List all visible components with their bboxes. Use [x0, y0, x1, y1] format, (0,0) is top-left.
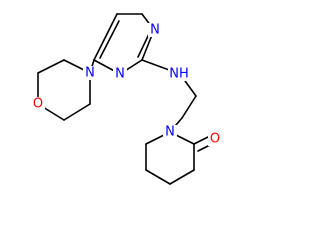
bond-c4-c6-double [99, 20, 120, 59]
bond-morph-ca-cb [37, 59, 65, 74]
label-bg-morph-n [83, 66, 97, 80]
bond-c4-c5 [145, 169, 171, 185]
morpholine-nitrogen-label: N [85, 66, 95, 81]
label-bg-ring-n [163, 125, 177, 139]
bond-c3-c4 [169, 169, 195, 185]
morpholine-oxygen-label: O [33, 97, 43, 112]
label-bg-nh [168, 67, 190, 81]
label-bg-pyr-n-bottom [113, 67, 127, 81]
carbonyl-oxygen-label: O [210, 132, 220, 147]
label-bg-pyr-n-top [148, 23, 162, 37]
amine-nh-label: NH [169, 67, 189, 82]
bond-c4-c6 [93, 13, 118, 61]
bond-ch2a-ch2b [181, 95, 197, 119]
pyrimidine-nitrogen-bottom-label: N [115, 67, 125, 82]
label-bg-morph-o [31, 97, 45, 111]
bonds [37, 13, 215, 185]
piperidinone-nitrogen-label: N [165, 125, 175, 140]
pyrimidine-nitrogen-top-label: N [150, 23, 160, 38]
bond-n1-c2-double [137, 33, 150, 58]
atom-labels: O N N N NH N O [31, 23, 222, 147]
molecule-structure-diagram: O N N N NH N O [31, 13, 222, 185]
label-bg-carbonyl-o [208, 132, 222, 146]
bond-morph-cc-cd [63, 103, 91, 121]
